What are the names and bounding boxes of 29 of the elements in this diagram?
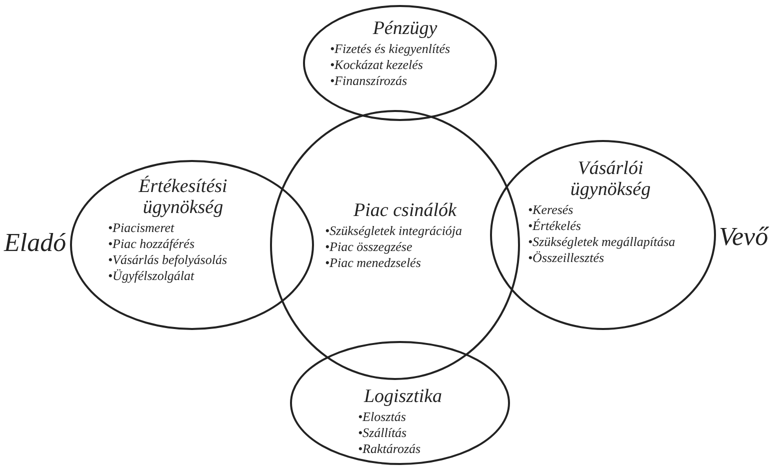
heading: Értékesítési ügynökség (138, 176, 228, 218)
ellipse (490, 140, 716, 330)
list-item: •Szállítás (358, 425, 408, 441)
list-item: •Piac összegzése (325, 239, 414, 255)
list-item: •Kockázat kezelés (330, 57, 424, 73)
list-item: •Piac menedzselés (325, 255, 422, 271)
list-item: •Finanszírozás (330, 73, 408, 89)
heading: Logisztika (362, 386, 444, 407)
list-item: •Értékelés (528, 218, 582, 234)
list-item: •Szükségletek megállapítása (528, 234, 676, 250)
side-label: Vevő (719, 222, 768, 252)
side-label: Eladó (4, 228, 66, 258)
ellipse (270, 110, 520, 380)
list-item: •Elosztás (358, 409, 407, 425)
heading: Vásárlói ügynökség (569, 158, 652, 200)
ellipse (290, 341, 510, 465)
heading: Piac csinálók (352, 200, 458, 221)
list-item: •Vásárlás befolyásolás (108, 252, 228, 268)
list-item: •Keresés (528, 202, 574, 218)
list-item: •Összeillesztés (528, 250, 606, 266)
list-item: •Piacismeret (108, 220, 176, 236)
ellipse (70, 160, 314, 330)
list-item: •Ügyfélszolgálat (108, 268, 196, 284)
heading: Pénzügy (372, 18, 438, 39)
list-item: •Raktározás (358, 441, 422, 457)
list-item: •Szükségletek integrációja (325, 223, 464, 239)
list-item: •Fizetés és kiegyenlítés (330, 41, 452, 57)
list-item: •Piac hozzáférés (108, 236, 196, 252)
ellipse (303, 5, 497, 121)
